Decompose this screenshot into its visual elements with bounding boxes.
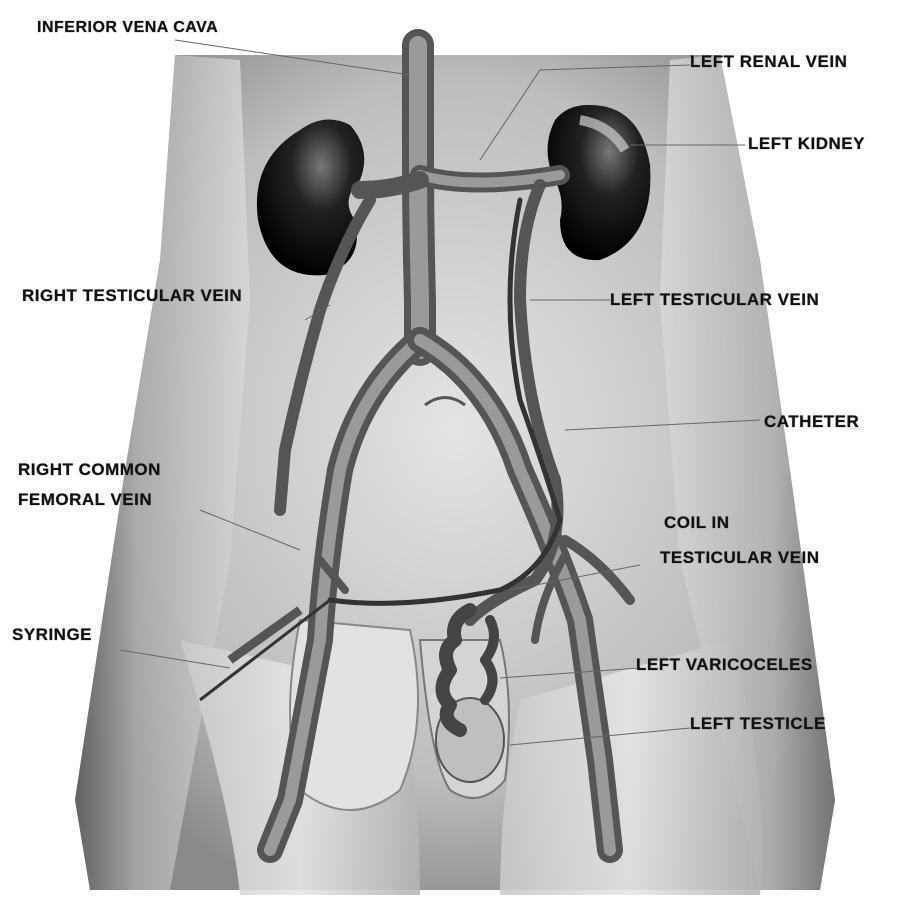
label-coil-line2: TESTICULAR VEIN xyxy=(660,548,820,568)
label-right-common-femoral-vein-line2: FEMORAL VEIN xyxy=(18,490,152,510)
label-left-varicoceles: LEFT VARICOCELES xyxy=(636,655,813,675)
label-left-testicular-vein: LEFT TESTICULAR VEIN xyxy=(610,290,819,310)
label-catheter: CATHETER xyxy=(764,412,859,432)
label-right-common-femoral-vein-line1: RIGHT COMMON xyxy=(18,460,161,480)
label-right-testicular-vein: RIGHT TESTICULAR VEIN xyxy=(22,286,242,306)
label-left-kidney: LEFT KIDNEY xyxy=(748,134,865,154)
label-inferior-vena-cava: INFERIOR VENA CAVA xyxy=(37,18,218,38)
label-left-renal-vein: LEFT RENAL VEIN xyxy=(690,52,847,72)
label-left-testicle: LEFT TESTICLE xyxy=(690,714,826,734)
label-syringe: SYRINGE xyxy=(12,625,92,645)
label-coil-line1: COIL IN xyxy=(664,513,730,533)
